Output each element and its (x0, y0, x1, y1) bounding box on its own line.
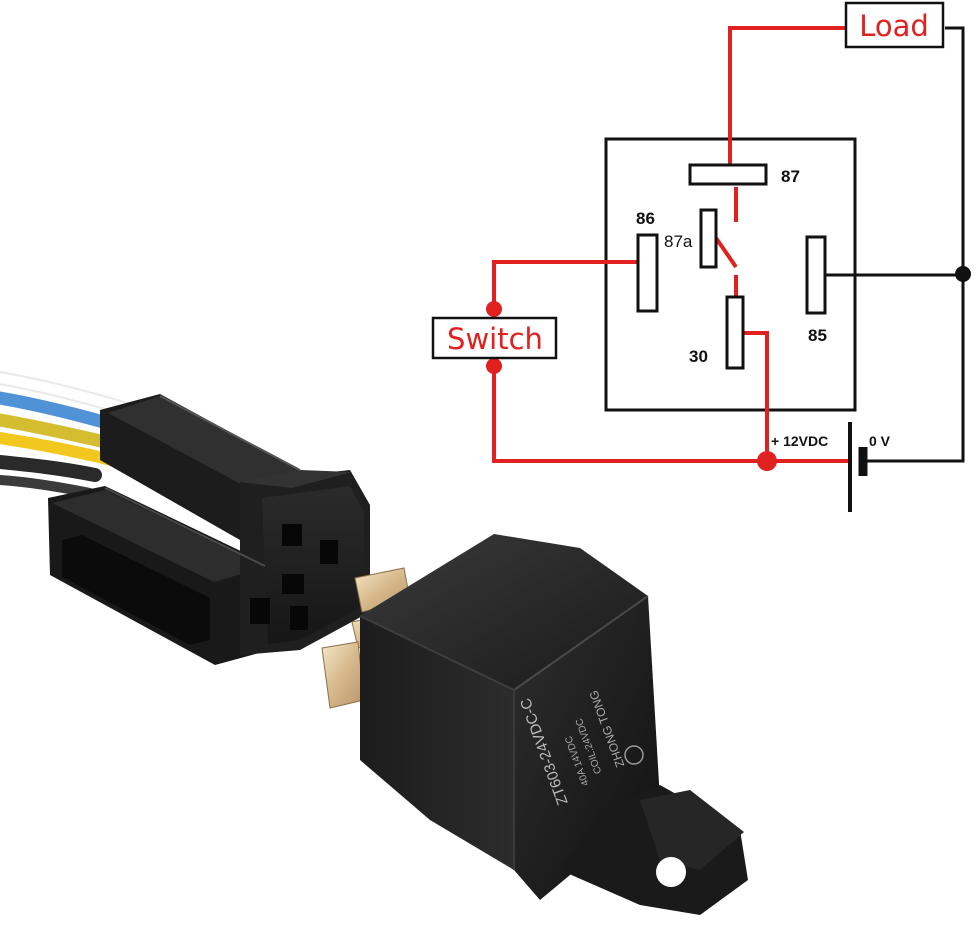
relay-socket (48, 394, 370, 665)
socket-cavity (282, 524, 302, 546)
socket-cavity (282, 574, 304, 594)
junction-dot-85 (955, 266, 971, 282)
switch-top-dot (486, 301, 502, 317)
black-wires (822, 26, 965, 463)
red-wires (492, 26, 848, 463)
wiring-schematic: Load Switch 87 86 87a 85 30 + 12VDC 0 V (431, 1, 971, 512)
socket-cavity (290, 606, 308, 630)
pin-87a-terminal (699, 208, 718, 269)
blade-terminal (321, 641, 365, 709)
socket-cavity (250, 598, 270, 624)
pin-86-terminal (636, 233, 659, 313)
switch-bottom-dot (486, 358, 502, 374)
brand-logo (624, 745, 644, 765)
relay-unit: ZT603-24VDC-C 40A 14VDC COIL:24VDC ZHONG… (321, 534, 748, 915)
pin-30-terminal (725, 295, 745, 370)
battery-symbol (848, 422, 868, 512)
switch-label: Switch (447, 322, 543, 356)
pin-30-label: 30 (689, 347, 708, 366)
load-box (844, 1, 945, 49)
pin-85-terminal (805, 235, 827, 315)
pin-87-terminal (688, 163, 768, 186)
switch-box (431, 316, 558, 360)
pin-86-label: 86 (636, 209, 655, 228)
supply-ground-label: 0 V (869, 433, 891, 449)
mounting-hole (656, 857, 686, 887)
pin-87a-label: 87a (664, 232, 693, 251)
pin-85-label: 85 (808, 326, 827, 345)
supply-junction-dot (757, 451, 777, 471)
pin-87-label: 87 (781, 167, 800, 186)
load-label: Load (859, 9, 929, 43)
supply-positive-label: + 12VDC (771, 433, 828, 449)
socket-cavity (320, 540, 338, 564)
